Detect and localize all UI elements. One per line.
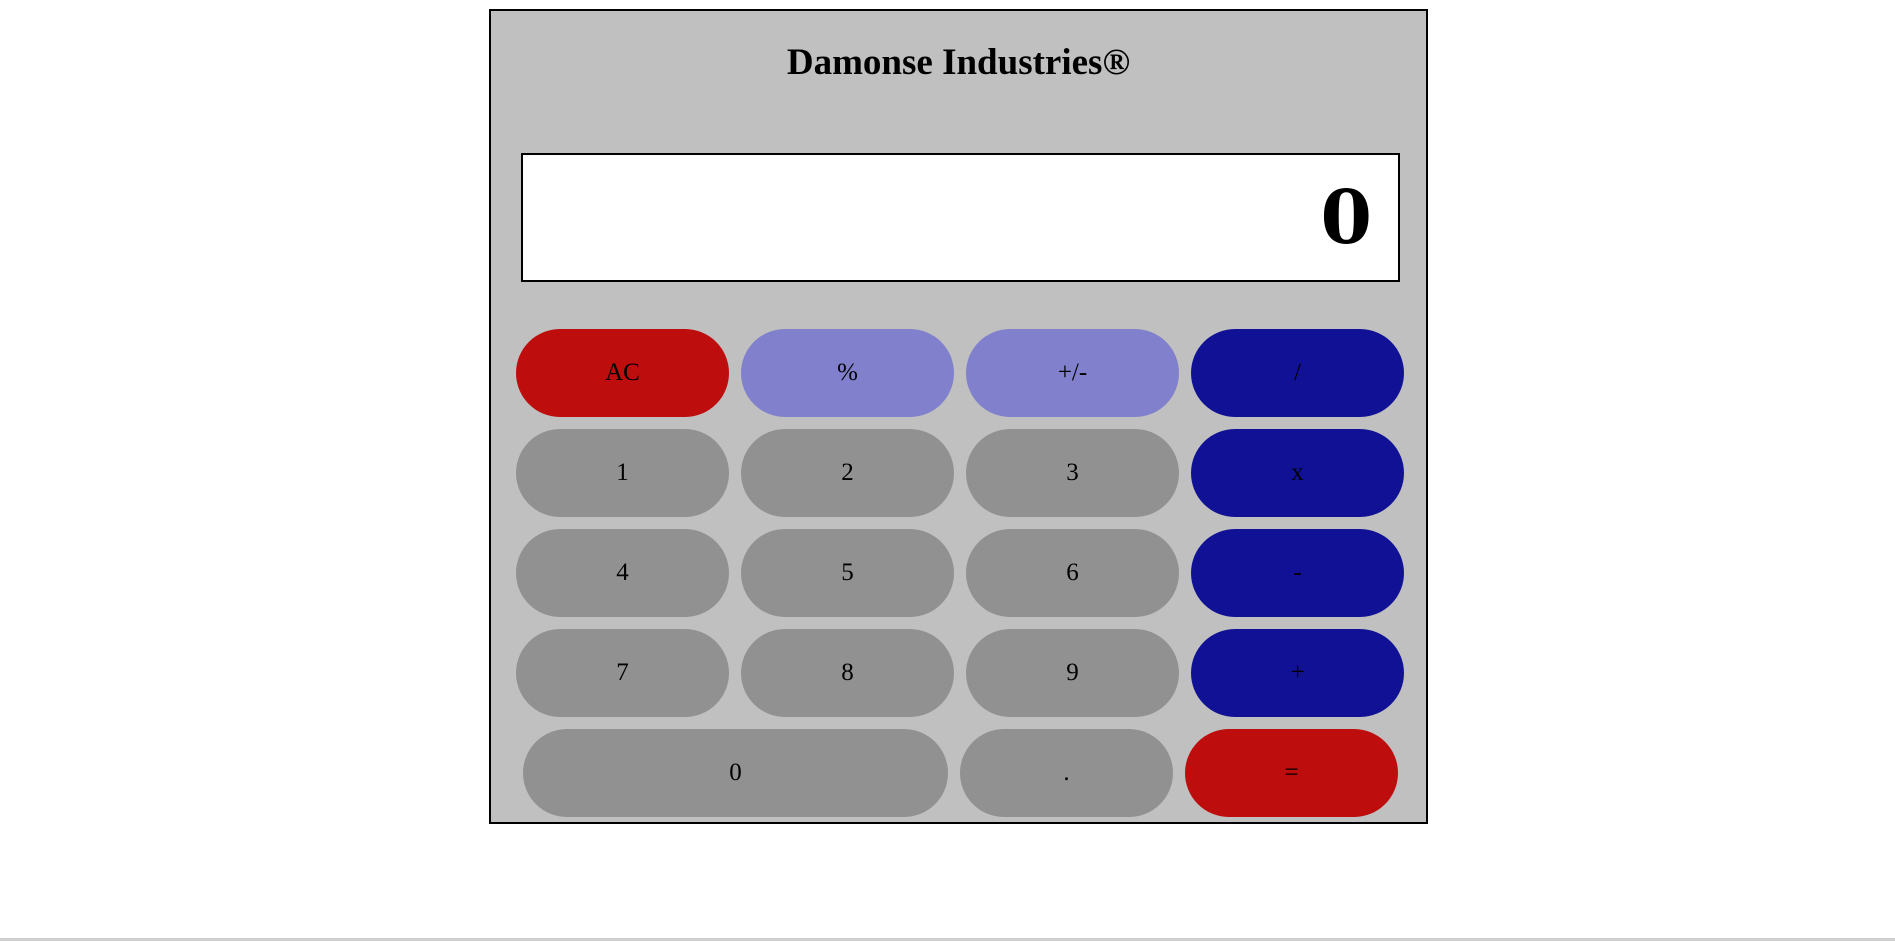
equals-button[interactable]: = <box>1185 729 1398 817</box>
decimal-button[interactable]: . <box>960 729 1173 817</box>
multiply-button[interactable]: x <box>1191 429 1404 517</box>
display-value: 0 <box>1320 174 1373 261</box>
digit-9-button[interactable]: 9 <box>966 629 1179 717</box>
ac-button[interactable]: AC <box>516 329 729 417</box>
percent-button[interactable]: % <box>741 329 954 417</box>
add-button[interactable]: + <box>1191 629 1404 717</box>
digit-1-button[interactable]: 1 <box>516 429 729 517</box>
digit-0-button[interactable]: 0 <box>523 729 948 817</box>
digit-6-button[interactable]: 6 <box>966 529 1179 617</box>
digit-8-button[interactable]: 8 <box>741 629 954 717</box>
brand-title: Damonse Industries® <box>786 42 1131 83</box>
calculator: Damonse Industries® 0 AC % +/- / 1 2 3 x… <box>489 9 1428 824</box>
sign-toggle-button[interactable]: +/- <box>966 329 1179 417</box>
page-bottom-divider <box>0 938 1895 941</box>
subtract-button[interactable]: - <box>1191 529 1404 617</box>
display: 0 <box>521 153 1400 282</box>
divide-button[interactable]: / <box>1191 329 1404 417</box>
digit-2-button[interactable]: 2 <box>741 429 954 517</box>
digit-7-button[interactable]: 7 <box>516 629 729 717</box>
digit-4-button[interactable]: 4 <box>516 529 729 617</box>
digit-5-button[interactable]: 5 <box>741 529 954 617</box>
digit-3-button[interactable]: 3 <box>966 429 1179 517</box>
